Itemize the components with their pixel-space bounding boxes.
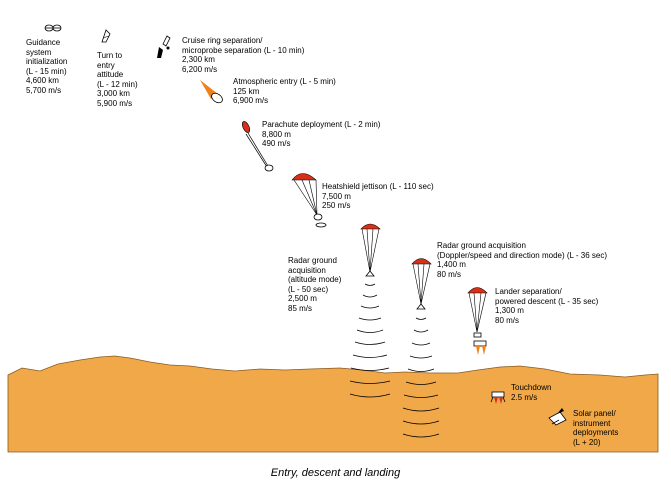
label-line: Radar ground acquisition bbox=[437, 241, 526, 250]
label-line: microprobe separation (L - 10 min) bbox=[182, 45, 305, 55]
radar-altitude-beam bbox=[349, 283, 391, 398]
label-line: 5,900 m/s bbox=[97, 98, 133, 108]
label-line: Atmospheric entry (L - 5 min) bbox=[233, 77, 336, 86]
label-line: initialization bbox=[26, 57, 68, 67]
label-line: 125 km bbox=[233, 86, 260, 96]
label-line: 85 m/s bbox=[288, 303, 313, 313]
label-line: 8,800 m bbox=[262, 129, 291, 139]
label-line: 80 m/s bbox=[495, 315, 520, 325]
atmospheric-entry-icon bbox=[200, 80, 223, 104]
label-line: acquisition bbox=[288, 265, 326, 275]
label-line: 80 m/s bbox=[437, 269, 462, 279]
parachute-deployment-icon bbox=[241, 121, 274, 172]
label-line: 4,600 km bbox=[26, 76, 59, 86]
deployed-lander-icon bbox=[548, 408, 567, 426]
label-line: 2,500 m bbox=[288, 294, 317, 304]
label-line: instrument bbox=[573, 418, 611, 428]
turning-spacecraft-icon bbox=[101, 29, 111, 43]
label-line: deployments bbox=[573, 428, 619, 438]
radar-altitude-lander-icon bbox=[360, 223, 381, 277]
radar-doppler-lander-icon bbox=[411, 258, 432, 310]
label-line: Heatshield jettison (L - 110 sec) bbox=[322, 182, 434, 191]
label-line: (Doppler/speed and direction mode) (L - … bbox=[437, 250, 608, 260]
touchdown-lander-icon bbox=[490, 391, 506, 404]
label-line: Cruise ring separation/ bbox=[182, 36, 263, 45]
label-line: Turn to bbox=[97, 51, 123, 60]
label-line: Touchdown bbox=[511, 383, 552, 392]
label-line: 5,700 m/s bbox=[26, 85, 62, 95]
label-line: (altitude mode) bbox=[288, 275, 342, 285]
label-line: 250 m/s bbox=[322, 201, 351, 211]
label-heatshield: Heatshield jettison (L - 110 sec)7,500 m… bbox=[322, 182, 434, 211]
label-line: 2.5 m/s bbox=[511, 392, 538, 402]
label-line: Lander separation/ bbox=[495, 287, 562, 296]
label-line: attitude bbox=[97, 70, 124, 80]
label-line: 7,500 m bbox=[322, 191, 351, 201]
guidance-spacecraft-icon bbox=[44, 24, 62, 32]
label-line: (L - 50 sec) bbox=[288, 284, 329, 294]
diagram-caption: Entry, descent and landing bbox=[270, 467, 401, 479]
label-line: 6,200 m/s bbox=[182, 64, 218, 74]
label-line: (L + 20) bbox=[573, 437, 601, 447]
label-line: 6,900 m/s bbox=[233, 96, 269, 106]
label-line: 3,000 km bbox=[97, 89, 130, 99]
label-line: entry bbox=[97, 60, 115, 70]
label-line: 1,400 m bbox=[437, 260, 466, 270]
label-line: Solar panel/ bbox=[573, 409, 616, 418]
radar-doppler-beam bbox=[402, 317, 440, 438]
label-line: system bbox=[26, 47, 52, 57]
cruise-ring-separation-icon bbox=[157, 35, 171, 58]
label-line: (L - 12 min) bbox=[97, 79, 138, 89]
label-line: 1,300 m bbox=[495, 306, 524, 316]
label-cruise: Cruise ring separation/microprobe separa… bbox=[182, 36, 304, 74]
label-line: (L - 15 min) bbox=[26, 66, 67, 76]
label-line: 2,300 km bbox=[182, 55, 215, 65]
label-line: powered descent (L - 35 sec) bbox=[495, 296, 599, 306]
label-line: Guidance bbox=[26, 38, 61, 47]
mars-ground bbox=[7, 355, 659, 453]
label-line: 490 m/s bbox=[262, 139, 291, 149]
lander-separation-icon bbox=[467, 287, 488, 355]
heatshield-jettison-icon bbox=[291, 173, 327, 228]
label-line: Radar ground bbox=[288, 256, 337, 265]
label-lander-sep: Lander separation/powered descent (L - 3… bbox=[495, 287, 598, 325]
label-line: Parachute deployment (L - 2 min) bbox=[262, 120, 381, 129]
label-radar-doppler: Radar ground acquisition(Doppler/speed a… bbox=[437, 241, 607, 279]
